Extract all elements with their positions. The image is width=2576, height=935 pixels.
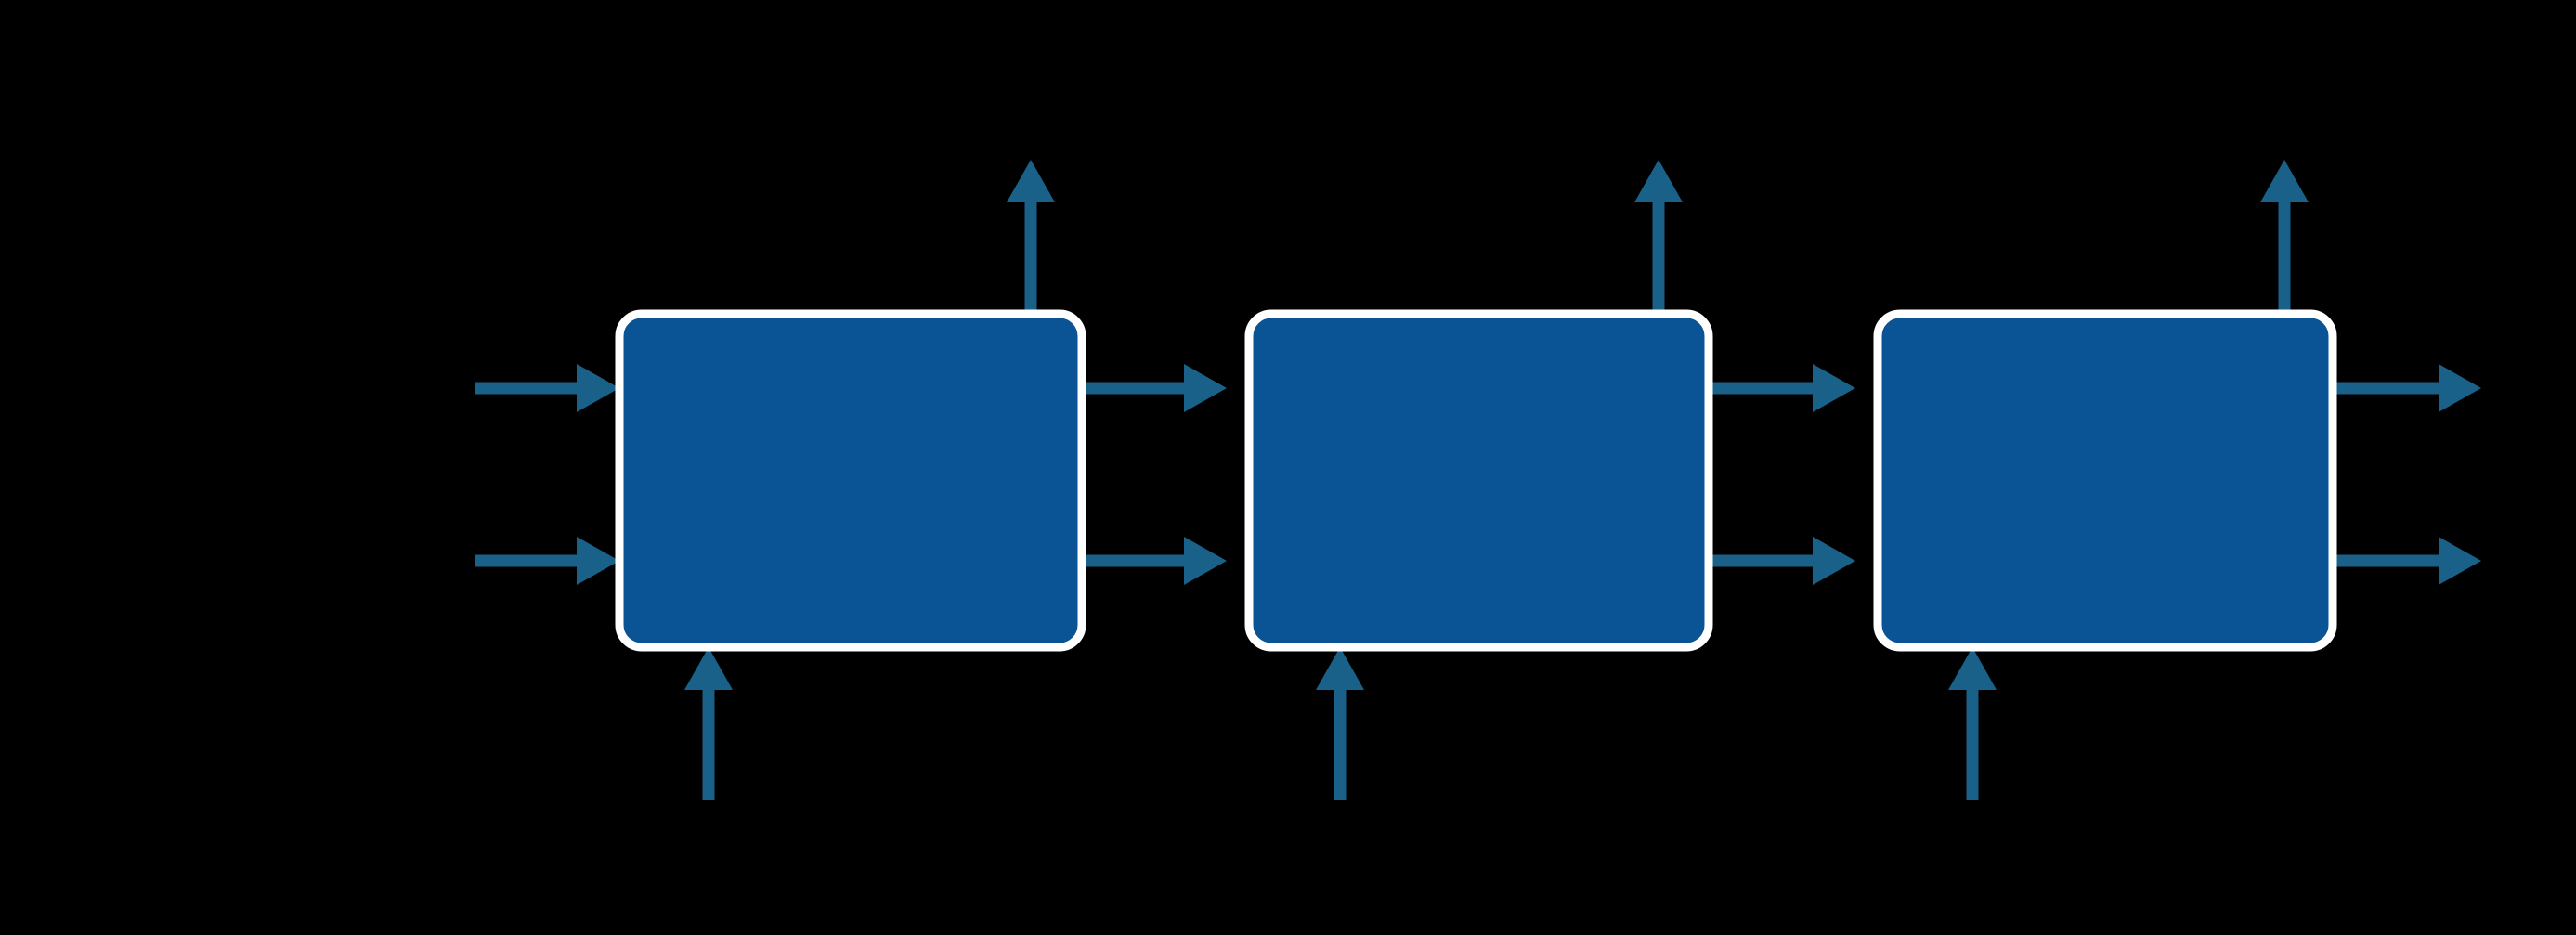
arrow-input-bottom-1 xyxy=(475,537,619,585)
block-layer xyxy=(615,309,2337,652)
arrow-layer xyxy=(475,160,2481,800)
arrow-up-in-3 xyxy=(1948,647,1997,800)
arrow-link-bottom-2-3 xyxy=(1709,537,1855,585)
arrow-up-out-1 xyxy=(1007,160,1055,314)
arrow-link-top-2-3 xyxy=(1709,364,1855,412)
arrow-output-top-3 xyxy=(2333,364,2481,412)
block-3[interactable] xyxy=(1873,309,2337,652)
arrow-up-in-1 xyxy=(684,647,733,800)
arrow-output-bottom-3 xyxy=(2333,537,2481,585)
block-2[interactable] xyxy=(1244,309,1713,652)
block-1[interactable] xyxy=(615,309,1086,652)
arrow-link-top-1-2 xyxy=(1082,364,1227,412)
arrow-input-top-1 xyxy=(475,364,619,412)
arrow-up-out-3 xyxy=(2260,160,2309,314)
arrow-link-bottom-1-2 xyxy=(1082,537,1227,585)
arrow-up-in-2 xyxy=(1316,647,1364,800)
arrow-up-out-2 xyxy=(1634,160,1683,314)
